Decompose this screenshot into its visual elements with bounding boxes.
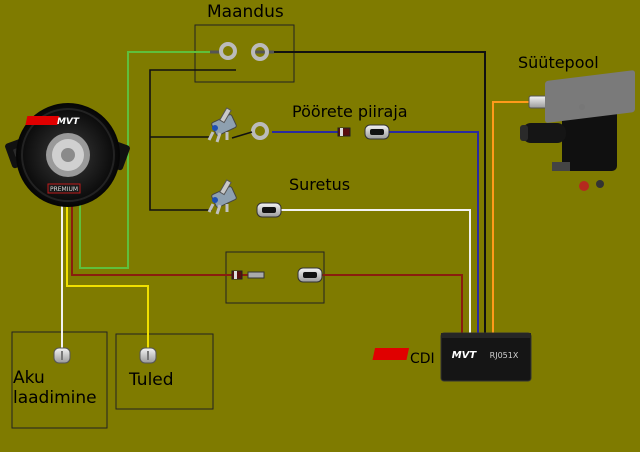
ground-bus-wire bbox=[149, 69, 236, 211]
yellow-wire bbox=[66, 205, 149, 348]
stator-icon: MVT PREMIUM bbox=[5, 103, 130, 207]
green-wire bbox=[79, 51, 210, 269]
lights-box bbox=[115, 333, 214, 410]
black-cdi-wire bbox=[274, 51, 486, 335]
limiter-connector-box bbox=[225, 251, 325, 304]
ignition-coil-icon bbox=[520, 70, 635, 191]
bullet-connector-icon bbox=[139, 347, 157, 364]
bullet-connector-icon bbox=[53, 347, 71, 364]
cdi-model: RJ051X bbox=[490, 351, 519, 360]
diode-icon bbox=[231, 270, 265, 280]
ring-terminal-icon bbox=[210, 42, 237, 60]
spade-connector-icon bbox=[364, 124, 390, 140]
cdi-label: CDI bbox=[410, 351, 435, 367]
lights-label: Tuled bbox=[129, 370, 174, 390]
cdi-module-icon: MVT RJ051X bbox=[372, 332, 532, 382]
rev-limiter-label: Pöörete piiraja bbox=[292, 102, 408, 121]
toggle-switch-icon bbox=[207, 107, 237, 143]
ground-box bbox=[194, 24, 295, 83]
ignition-coil-label: Süütepool bbox=[518, 53, 599, 72]
cdi-brand: MVT bbox=[452, 350, 478, 361]
kill-label: Suretus bbox=[289, 175, 351, 194]
toggle-switch-icon bbox=[207, 179, 237, 215]
battery-charging-box bbox=[11, 331, 108, 429]
stator-label: PREMIUM bbox=[50, 186, 78, 193]
ring-terminal-icon bbox=[231, 122, 269, 140]
ground-label: Maandus bbox=[207, 2, 284, 22]
orange-wire bbox=[492, 101, 530, 335]
ring-terminal-icon bbox=[251, 43, 274, 61]
spade-connector-icon bbox=[256, 202, 282, 218]
spade-connector-icon bbox=[297, 267, 323, 283]
white-wire bbox=[278, 209, 471, 335]
diode-icon bbox=[337, 127, 351, 137]
battery-charging-label: Aku laadimine bbox=[13, 368, 97, 408]
stator-brand: MVT bbox=[57, 117, 80, 127]
red-wire bbox=[71, 205, 232, 276]
red-wire-2 bbox=[320, 274, 463, 335]
blue-wire-2 bbox=[388, 131, 479, 335]
